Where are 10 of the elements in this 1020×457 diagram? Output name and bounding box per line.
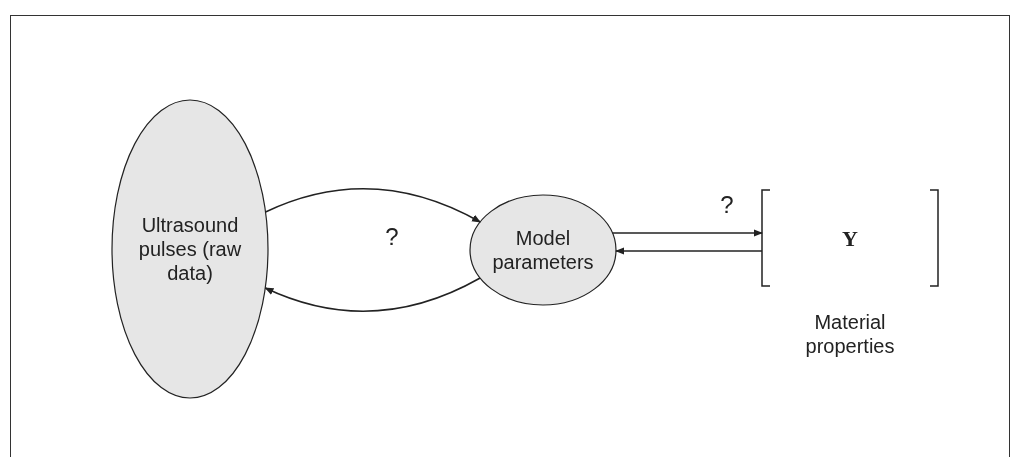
arrow <box>264 277 481 312</box>
arrow <box>615 247 763 255</box>
node-label: Model parameters <box>491 226 595 274</box>
arrow <box>264 188 481 223</box>
edge-label: ? <box>385 225 399 249</box>
matrix-symbol: Y <box>842 224 858 253</box>
arrow <box>611 229 763 237</box>
caption-text: Material properties <box>804 310 896 358</box>
node-label: Ultrasound pulses (raw data) <box>138 213 242 285</box>
edge-label: ? <box>720 193 734 217</box>
